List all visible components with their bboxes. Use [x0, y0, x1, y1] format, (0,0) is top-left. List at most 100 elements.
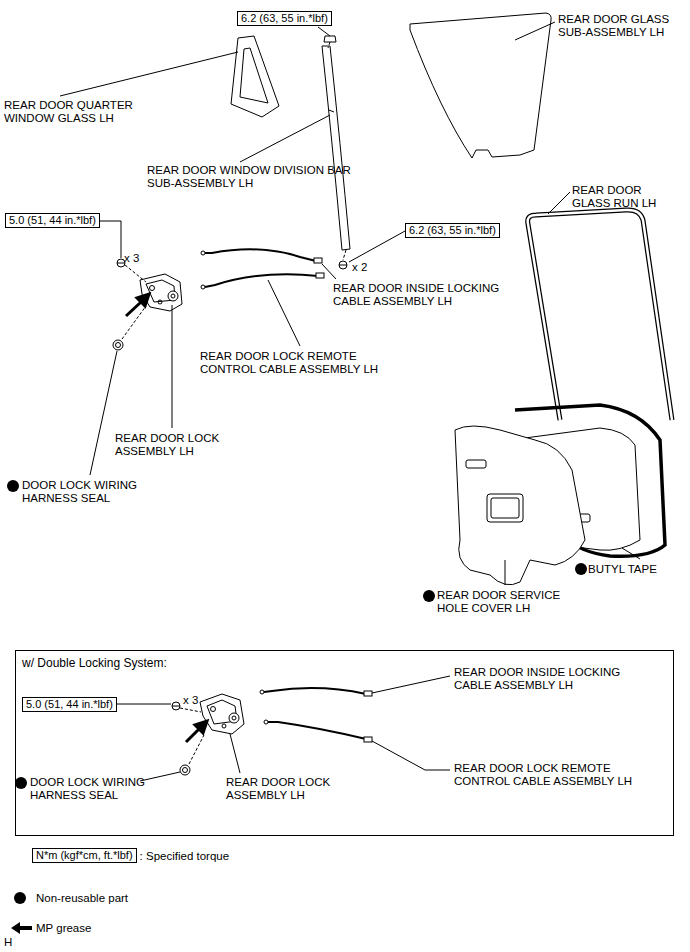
part-name: REAR DOOR INSIDE LOCKING CABLE ASSEMBLY …	[454, 666, 659, 692]
cables	[268, 280, 300, 346]
part-name: REAR DOOR QUARTER WINDOW GLASS LH	[4, 99, 144, 125]
leader-line	[172, 305, 173, 428]
door-lock	[211, 707, 216, 712]
division-bar	[324, 36, 336, 42]
part-name: REAR DOOR GLASS SUB-ASSEMBLY LH	[558, 13, 683, 39]
cables	[425, 770, 450, 771]
cables	[260, 676, 450, 770]
door-lock	[171, 294, 175, 298]
cables	[372, 741, 425, 770]
bolt	[117, 263, 125, 264]
harness-seal	[183, 768, 188, 773]
service-hole-cover	[487, 494, 523, 522]
part-name: REAR DOOR GLASS RUN LH	[572, 184, 682, 210]
legend-text: : Specified torque	[140, 850, 230, 863]
legend-key-box: N*m (kgf*cm, ft.*lbf)	[32, 848, 137, 863]
cables	[364, 691, 372, 696]
glass-run	[528, 210, 672, 420]
torque-value: 6.2 (63, 55 in.*lbf)	[409, 224, 496, 236]
door-glass	[410, 13, 555, 158]
cables	[264, 720, 268, 724]
bolt	[125, 265, 146, 282]
door-glass	[410, 13, 551, 158]
door-lock	[222, 724, 226, 728]
part-name: REAR DOOR LOCK REMOTE CONTROL CABLE ASSE…	[200, 350, 405, 376]
cables	[316, 273, 324, 278]
harness-seal	[140, 735, 204, 781]
service-hole-cover	[455, 405, 665, 585]
part-name: DOOR LOCK WIRING HARNESS SEAL	[30, 776, 165, 802]
part-name: REAR DOOR LOCK REMOTE CONTROL CABLE ASSE…	[454, 762, 669, 788]
division-bar	[339, 265, 347, 266]
division-bar	[349, 231, 405, 262]
torque-value: 5.0 (51, 44 in.*lbf)	[9, 214, 96, 226]
legend-text: Non-reusable part	[36, 892, 128, 905]
harness-seal	[140, 772, 180, 781]
harness-seal	[122, 306, 146, 339]
cables	[201, 249, 336, 346]
grease-arrow	[186, 721, 207, 742]
grease-arrow	[126, 294, 149, 316]
cables	[268, 722, 366, 739]
cables	[201, 251, 205, 255]
door-glass	[515, 22, 555, 40]
non-reusable-mark	[7, 480, 19, 492]
door-lock	[229, 713, 239, 723]
bolt	[180, 708, 201, 712]
door-lock	[200, 694, 244, 734]
quarter-window-glass	[60, 52, 238, 96]
bolt	[172, 702, 180, 710]
division-bar	[328, 42, 330, 48]
bolt	[93, 221, 146, 282]
illustration	[7, 13, 672, 934]
harness-seal	[90, 351, 117, 475]
door-lock	[150, 286, 155, 291]
torque-spec: 6.2 (63, 55 in.*lbf)	[237, 11, 332, 26]
glass-run	[528, 192, 672, 420]
cables	[260, 690, 264, 694]
division-bar	[329, 110, 334, 112]
quantity: x 3	[183, 694, 198, 707]
non-reusable-mark	[14, 892, 26, 904]
figure-code: H	[4, 936, 12, 949]
quantity: x 3	[124, 252, 139, 265]
bolt	[172, 706, 180, 707]
part-name: BUTYL TAPE	[588, 563, 657, 576]
quarter-window-glass	[231, 36, 279, 117]
part-name: REAR DOOR INSIDE LOCKING CABLE ASSEMBLY …	[333, 282, 528, 308]
door-lock	[200, 694, 244, 734]
non-reusable-mark	[423, 590, 435, 602]
cables	[264, 688, 366, 694]
division-bar	[322, 46, 350, 250]
non-reusable-mark	[15, 777, 27, 789]
torque-value: N*m (kgf*cm, ft.*lbf)	[36, 849, 133, 861]
division-bar	[343, 250, 346, 260]
service-hole-cover	[455, 426, 585, 585]
harness-seal	[113, 340, 123, 350]
part-name: REAR DOOR WINDOW DIVISION BAR SUB-ASSEMB…	[147, 164, 352, 190]
torque-value: 5.0 (51, 44 in.*lbf)	[26, 698, 113, 710]
torque-spec: 6.2 (63, 55 in.*lbf)	[405, 223, 500, 238]
legend-text: MP grease	[36, 922, 91, 935]
grease-arrow	[11, 922, 32, 934]
cables	[201, 285, 205, 289]
door-lock	[158, 300, 162, 304]
door-lock	[232, 716, 236, 720]
cables	[372, 676, 450, 693]
door-lock	[168, 291, 178, 301]
part-name: REAR DOOR LOCK ASSEMBLY LH	[115, 432, 235, 458]
harness-seal	[116, 343, 121, 348]
cables	[322, 264, 336, 279]
part-name: REAR DOOR LOCK ASSEMBLY LH	[226, 776, 346, 802]
division-bar	[240, 27, 405, 269]
cables	[205, 249, 316, 261]
torque-spec: 5.0 (51, 44 in.*lbf)	[5, 213, 100, 228]
quantity: x 2	[352, 261, 367, 274]
division-bar	[339, 261, 347, 269]
non-reusable-mark	[575, 563, 587, 575]
torque-value: 6.2 (63, 55 in.*lbf)	[241, 12, 328, 24]
non-reusable-mark	[7, 480, 587, 904]
